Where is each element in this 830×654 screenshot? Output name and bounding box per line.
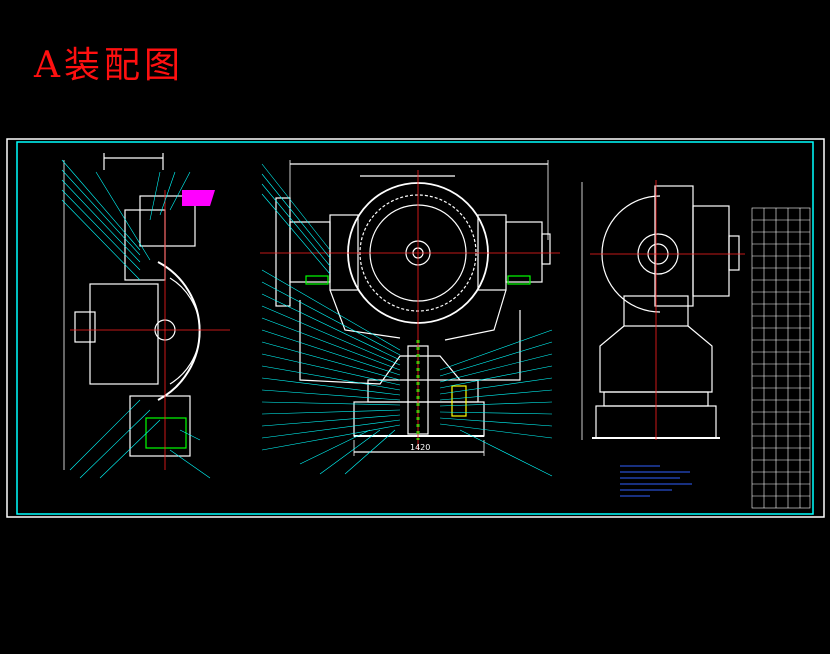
dimension-front-width: 1420 [410,443,430,452]
inner-frame [16,141,814,515]
technical-notes [620,465,692,497]
leaders-left [61,159,211,479]
leaders-front [261,163,553,477]
parts-list [751,207,811,509]
front-view [260,160,560,456]
side-view-right [581,180,745,440]
drawing-title: A装配图 [34,45,184,86]
outer-frame [6,138,825,518]
parts-list-rows [752,219,810,497]
side-view-left [63,153,230,470]
